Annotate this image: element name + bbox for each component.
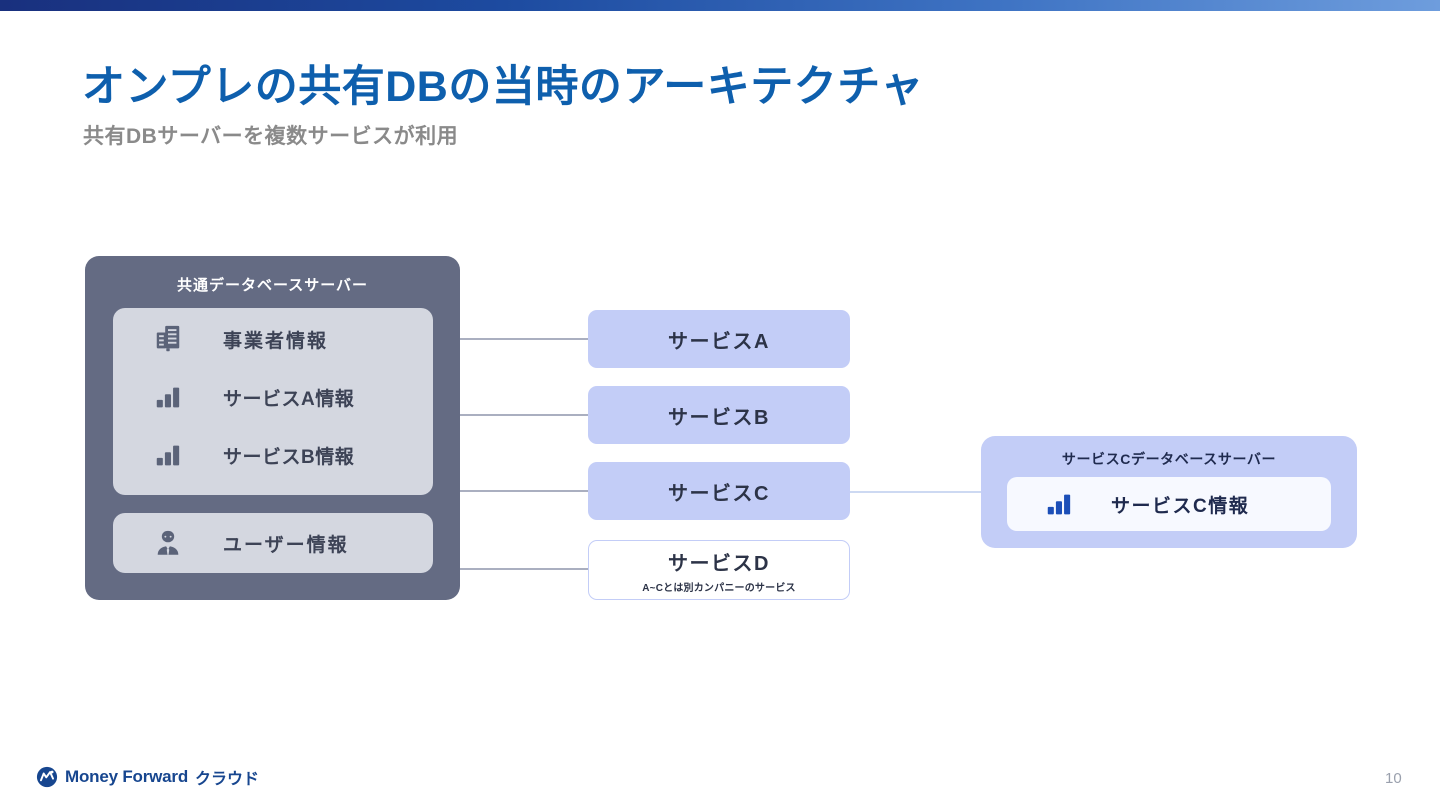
service-c-database-server-box: サービスCデータベースサーバー サービスC情報	[981, 436, 1357, 548]
service-c-info-label: サービスC情報	[1111, 495, 1250, 517]
page-number: 10	[1385, 770, 1402, 787]
db-item-row[interactable]: サービスB情報	[113, 426, 433, 484]
common-db-items-panel: 事業者情報 サービスA情報	[113, 308, 433, 495]
db-item-label: ユーザー情報	[223, 534, 349, 556]
money-forward-cloud-suffix: クラウド	[195, 771, 260, 788]
service-box-sublabel: A~Cとは別カンパニーのサービス	[642, 582, 796, 594]
money-forward-logo-icon	[36, 766, 58, 788]
service-box-label: サービスB	[668, 406, 770, 429]
service-box-c[interactable]: サービスC	[588, 462, 850, 520]
connector-line-service-a	[460, 338, 590, 340]
service-box-label: サービスC	[668, 482, 770, 505]
bar-chart-icon	[113, 440, 223, 470]
connector-line-service-c-to-db	[850, 491, 983, 493]
connector-line-service-c	[460, 490, 590, 492]
bar-chart-icon	[1007, 489, 1111, 519]
service-box-label: サービスD	[668, 552, 770, 575]
db-item-label: 事業者情報	[223, 330, 329, 352]
building-icon	[113, 324, 223, 354]
top-accent-bar	[0, 0, 1440, 11]
bar-chart-icon	[113, 382, 223, 412]
common-database-server-box: 共通データベースサーバー	[85, 256, 460, 600]
service-c-info-panel[interactable]: サービスC情報	[1007, 477, 1331, 531]
db-item-row[interactable]: サービスA情報	[113, 368, 433, 426]
db-item-row[interactable]: 事業者情報	[113, 310, 433, 368]
common-db-user-panel: ユーザー情報	[113, 513, 433, 573]
service-box-label: サービスA	[668, 330, 770, 353]
person-icon	[113, 528, 223, 558]
connector-line-service-d	[460, 568, 590, 570]
footer-logo: Money Forward クラウド	[36, 765, 259, 789]
db-item-label: サービスA情報	[223, 388, 355, 410]
db-item-label: サービスB情報	[223, 446, 355, 468]
db-item-row[interactable]: ユーザー情報	[113, 514, 433, 572]
common-database-server-title: 共通データベースサーバー	[176, 277, 369, 294]
service-box-a[interactable]: サービスA	[588, 310, 850, 368]
page-subtitle: 共有DBサーバーを複数サービスが利用	[83, 125, 459, 148]
service-c-database-server-title: サービスCデータベースサーバー	[1061, 451, 1277, 467]
service-box-b[interactable]: サービスB	[588, 386, 850, 444]
page-title: オンプレの共有DBの当時のアーキテクチャ	[82, 63, 924, 111]
connector-line-service-b	[460, 414, 590, 416]
money-forward-wordmark: Money Forward	[65, 767, 189, 786]
service-box-d[interactable]: サービスD A~Cとは別カンパニーのサービス	[588, 540, 850, 600]
